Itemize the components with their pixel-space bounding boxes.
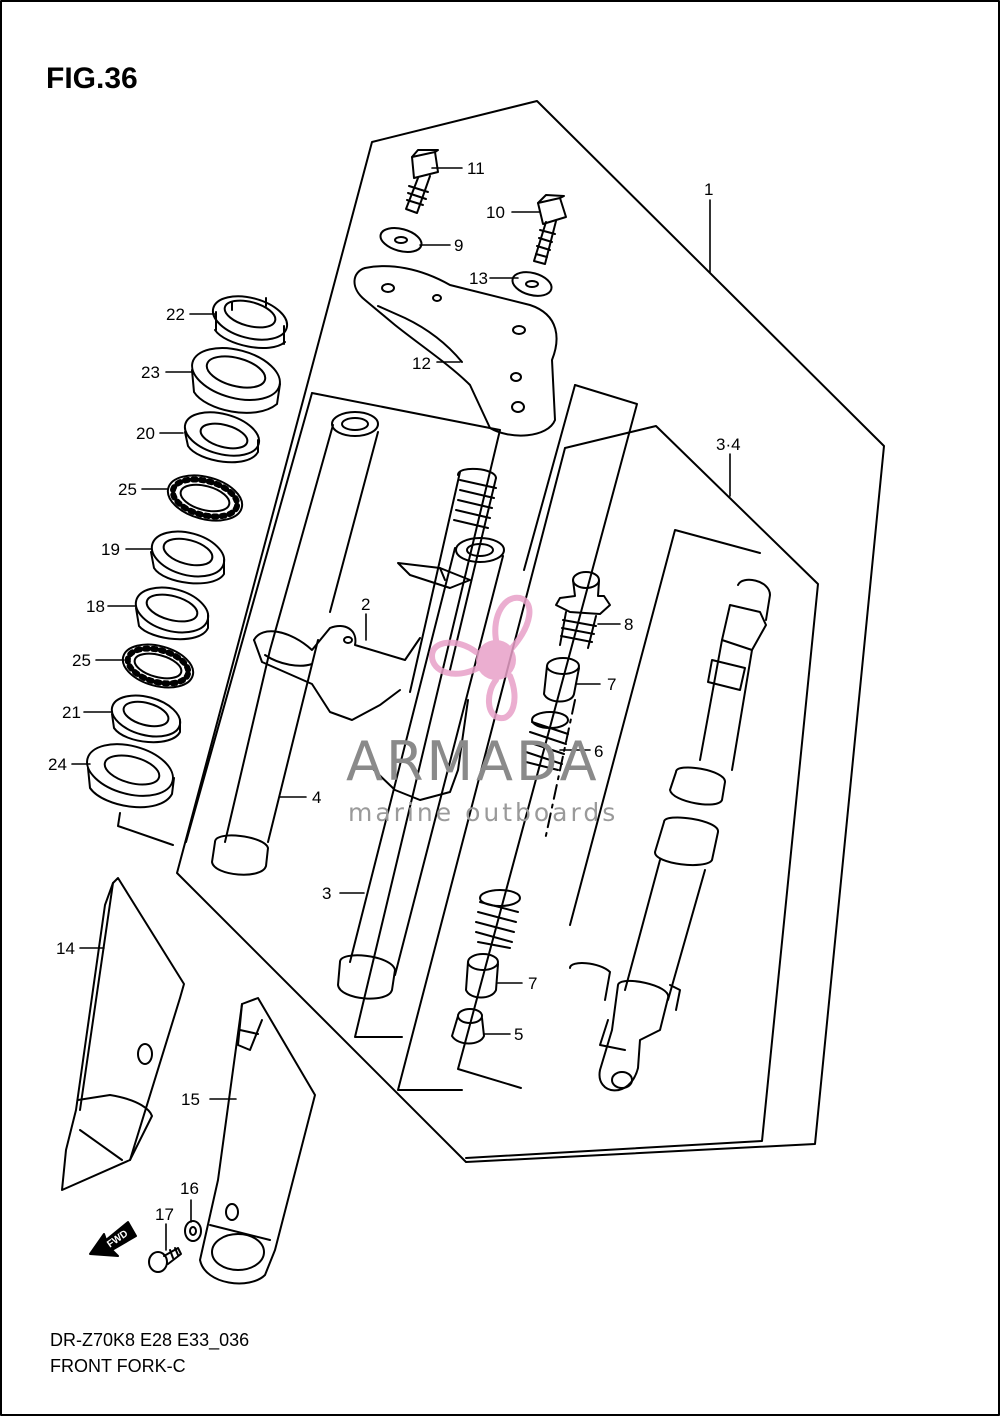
washer-9 bbox=[379, 227, 423, 253]
panel-outline-tubes bbox=[311, 392, 501, 1038]
callout-14: 14 bbox=[56, 939, 75, 958]
steering-stem-2 bbox=[253, 562, 471, 721]
ball-retainer-25-upper bbox=[166, 474, 244, 522]
race-20 bbox=[183, 411, 261, 464]
callout-6: 6 bbox=[594, 742, 603, 761]
armada-propeller-logo bbox=[429, 594, 533, 722]
bolt-10 bbox=[533, 194, 567, 265]
damper-head-8 bbox=[555, 571, 611, 649]
fork-assembly-3-4 bbox=[569, 578, 771, 1092]
race-21 bbox=[110, 694, 182, 744]
callout-7-lower: 7 bbox=[528, 974, 537, 993]
callout-5: 5 bbox=[514, 1025, 523, 1044]
assembly-outline-main bbox=[176, 100, 885, 1163]
bolt-11 bbox=[405, 149, 439, 214]
race-19 bbox=[150, 530, 226, 585]
leader-lines bbox=[71, 167, 731, 1251]
ball-retainer-25-lower bbox=[121, 643, 195, 689]
callout-17: 17 bbox=[155, 1205, 174, 1224]
callout-25-upper: 25 bbox=[118, 480, 137, 499]
cover-15 bbox=[199, 997, 316, 1285]
callout-4: 4 bbox=[312, 788, 321, 807]
callout-22: 22 bbox=[166, 305, 185, 324]
callout-11: 11 bbox=[467, 159, 485, 178]
seal-24 bbox=[86, 743, 175, 809]
spring-lower bbox=[475, 889, 521, 949]
washer-13 bbox=[511, 271, 553, 297]
callout-2: 2 bbox=[361, 595, 370, 614]
cover-14 bbox=[61, 877, 185, 1191]
inner-tube-3 bbox=[337, 467, 505, 1000]
callout-19: 19 bbox=[101, 540, 120, 559]
callout-18: 18 bbox=[86, 597, 105, 616]
screw-17 bbox=[148, 1247, 182, 1273]
race-18 bbox=[134, 586, 210, 641]
watermark-brand: ARMADA bbox=[346, 730, 600, 793]
callout-3: 3 bbox=[322, 884, 331, 903]
callout-9: 9 bbox=[454, 236, 463, 255]
callout-13: 13 bbox=[469, 269, 488, 288]
figure-title: FIG.36 bbox=[46, 62, 138, 95]
race-23 bbox=[191, 347, 281, 414]
washer-16 bbox=[184, 1220, 202, 1242]
footer-code: DR-Z70K8 E28 E33_036 bbox=[50, 1330, 250, 1350]
callout-1: 1 bbox=[704, 180, 713, 199]
callout-25-lower: 25 bbox=[72, 651, 91, 670]
callout-labels: 1 3·4 11 10 9 13 12 2 22 23 20 25 19 18 … bbox=[48, 159, 741, 1224]
callout-23: 23 bbox=[141, 363, 160, 382]
callout-10: 10 bbox=[486, 203, 505, 222]
callout-24: 24 bbox=[48, 755, 67, 774]
callout-21: 21 bbox=[62, 703, 81, 722]
callout-15: 15 bbox=[181, 1090, 200, 1109]
bushing-7-lower bbox=[465, 953, 499, 999]
bushing-7-upper bbox=[543, 657, 580, 703]
callout-8: 8 bbox=[624, 615, 633, 634]
callout-7-upper: 7 bbox=[607, 675, 616, 694]
piece-5 bbox=[451, 1008, 485, 1045]
callout-16: 16 bbox=[180, 1179, 199, 1198]
watermark-tagline: marine outboards bbox=[348, 798, 619, 827]
callout-12: 12 bbox=[412, 354, 431, 373]
panel-outline-internal bbox=[457, 384, 638, 1089]
callout-20: 20 bbox=[136, 424, 155, 443]
fwd-arrow-icon: FWD bbox=[89, 1221, 137, 1257]
footer-name: FRONT FORK-C bbox=[50, 1356, 186, 1376]
spring-6 bbox=[525, 699, 576, 841]
outer-tube-4 bbox=[211, 411, 379, 876]
upper-bracket-12 bbox=[353, 265, 558, 437]
callout-3-4: 3·4 bbox=[716, 435, 741, 454]
nut-22 bbox=[211, 295, 289, 349]
